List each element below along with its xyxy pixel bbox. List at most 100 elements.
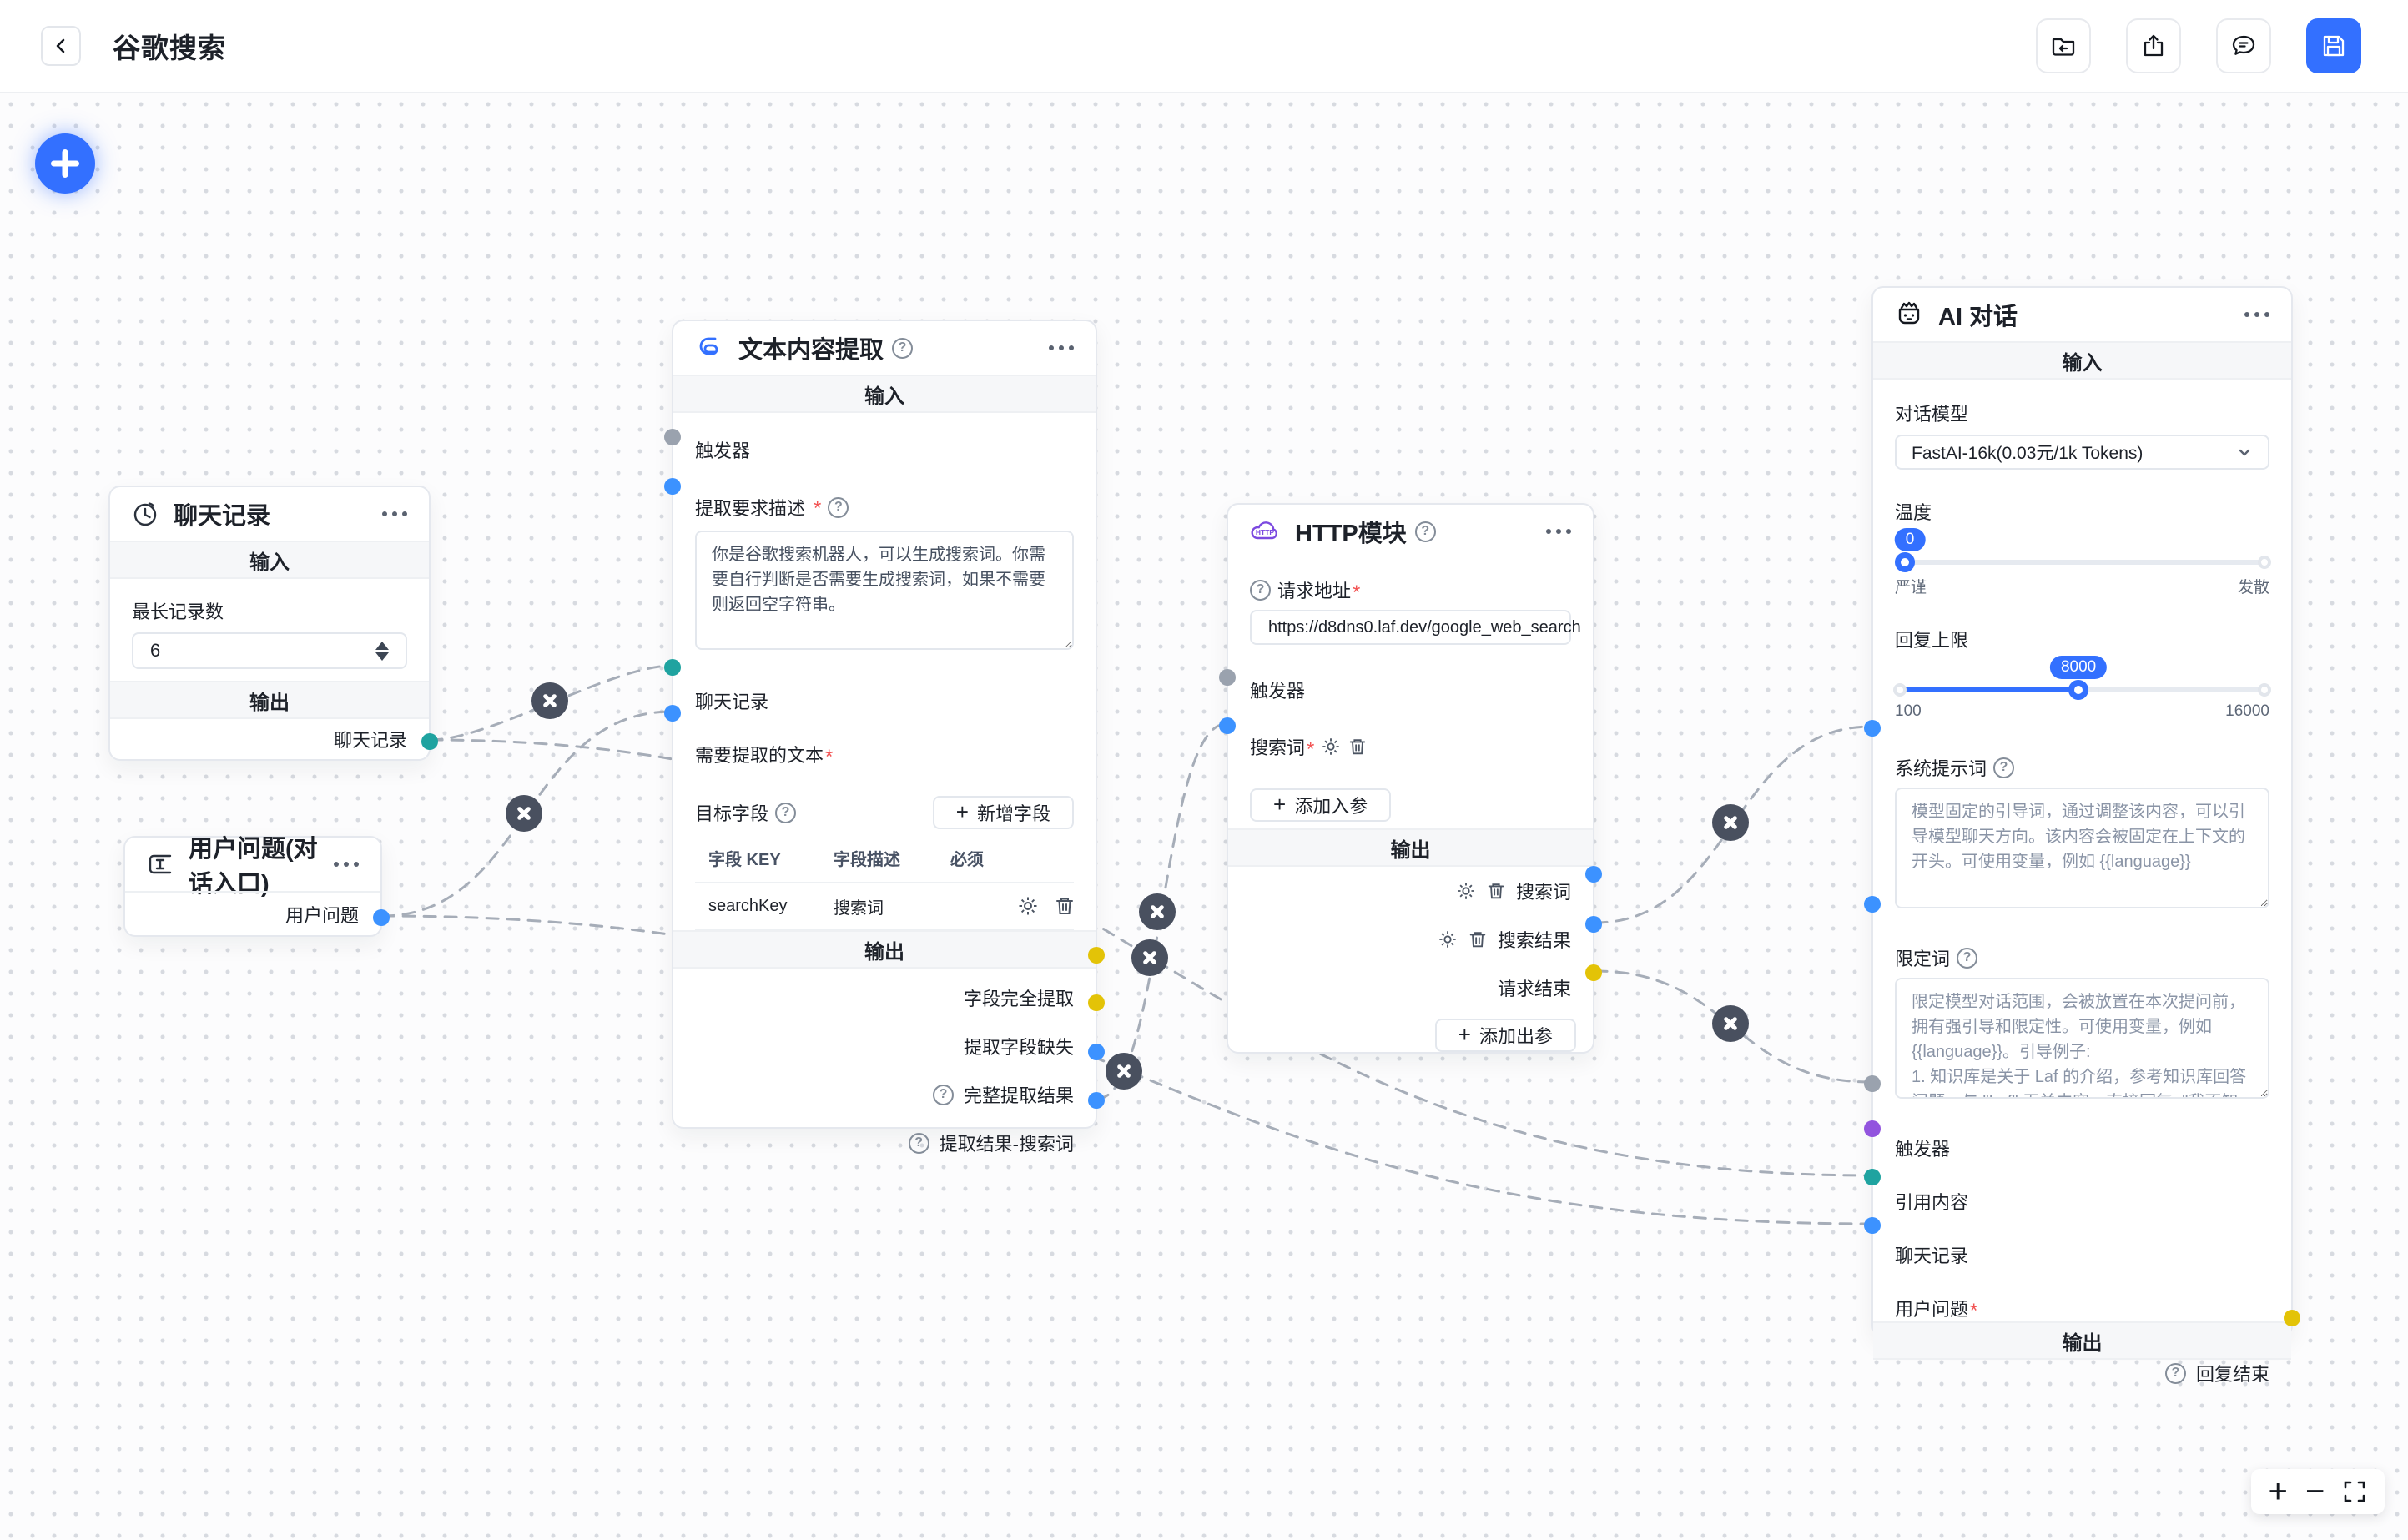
limit-word-label: 限定词 <box>1895 949 1951 969</box>
port-trigger-input[interactable] <box>664 429 681 445</box>
port-system-prompt-input[interactable] <box>1864 720 1881 737</box>
port-desc-input[interactable] <box>664 478 681 495</box>
port-chat-history-input[interactable] <box>664 659 681 676</box>
help-icon[interactable] <box>1250 579 1271 601</box>
help-icon[interactable] <box>2164 1362 2186 1384</box>
more-menu-icon[interactable] <box>380 506 409 521</box>
node-http-header[interactable]: HTTP HTTP模块 <box>1228 505 1593 558</box>
export-button[interactable] <box>2126 18 2181 73</box>
remove-edge-button[interactable] <box>1131 939 1168 976</box>
model-label: 对话模型 <box>1895 404 1969 425</box>
port-fields-missing-output[interactable] <box>1088 994 1105 1011</box>
reply-limit-max-label: 16000 <box>2225 702 2269 720</box>
gear-icon[interactable] <box>1321 737 1341 757</box>
remove-edge-button[interactable] <box>531 682 568 719</box>
trash-icon[interactable] <box>1054 895 1076 917</box>
more-menu-icon[interactable] <box>1047 340 1076 355</box>
port-extract-text-input[interactable] <box>664 705 681 722</box>
port-search-key-output[interactable] <box>1585 866 1602 883</box>
node-title: 聊天记录 <box>174 503 271 530</box>
port-reply-end-output[interactable] <box>2284 1310 2300 1326</box>
port-user-question-input[interactable] <box>1864 1217 1881 1234</box>
help-icon[interactable] <box>908 1132 929 1154</box>
node-text-extract-header[interactable]: 文本内容提取 <box>673 321 1096 375</box>
gear-icon[interactable] <box>1017 895 1039 917</box>
gear-icon[interactable] <box>1456 881 1476 901</box>
limit-word-textarea[interactable] <box>1895 978 2269 1099</box>
port-trigger-input[interactable] <box>1864 1075 1881 1092</box>
add-input-param-button[interactable]: 添加入参 <box>1250 788 1392 822</box>
gear-icon[interactable] <box>1438 929 1458 949</box>
trash-icon[interactable] <box>1468 929 1488 949</box>
help-icon[interactable] <box>1993 757 2015 778</box>
zoom-in-icon[interactable]: + <box>2268 1473 2288 1510</box>
page-title: 谷歌搜索 <box>113 33 226 63</box>
import-button[interactable] <box>2036 18 2091 73</box>
node-http-module[interactable]: HTTP HTTP模块 请求地址 https://d8dns0.laf.dev/… <box>1219 503 1602 1054</box>
port-fields-extracted-output[interactable] <box>1088 947 1105 964</box>
max-records-input[interactable]: 6 <box>132 632 407 669</box>
add-field-button[interactable]: 新增字段 <box>932 796 1074 829</box>
reply-limit-value-badge: 8000 <box>2049 656 2108 679</box>
robot-icon <box>1893 299 1925 330</box>
node-text-extract[interactable]: 文本内容提取 输入 触发器 提取要求描述 你是谷歌搜索机器人，可以生成搜索词。你… <box>664 320 1105 1155</box>
node-chat-history[interactable]: 聊天记录 输入 最长记录数 6 输出 聊天记录 <box>108 486 438 761</box>
remove-edge-button[interactable] <box>1712 1005 1749 1042</box>
system-prompt-textarea[interactable] <box>1895 788 2269 908</box>
temperature-slider[interactable]: 0 <box>1894 528 2271 572</box>
url-label: 请求地址 <box>1277 576 1360 603</box>
reply-limit-slider[interactable]: 8000 <box>1893 656 2271 700</box>
add-output-param-button[interactable]: 添加出参 <box>1434 1019 1576 1052</box>
port-user-question-output[interactable] <box>373 909 390 926</box>
port-chat-history-input[interactable] <box>1864 1169 1881 1185</box>
port-trigger-input[interactable] <box>1219 669 1236 686</box>
trash-icon[interactable] <box>1348 737 1368 757</box>
port-result-search-key-output[interactable] <box>1088 1092 1105 1109</box>
extract-requirement-textarea[interactable]: 你是谷歌搜索机器人，可以生成搜索词。你需要自行判断是否需要生成搜索词，如果不需要… <box>695 531 1074 650</box>
temperature-knob[interactable] <box>1895 552 1915 572</box>
port-request-end-output[interactable] <box>1585 964 1602 981</box>
topbar: 谷歌搜索 <box>0 0 2408 93</box>
chevron-down-icon <box>2236 444 2253 460</box>
remove-edge-button[interactable] <box>506 795 542 832</box>
chat-feedback-button[interactable] <box>2216 18 2271 73</box>
node-chat-history-header[interactable]: 聊天记录 <box>110 487 429 541</box>
node-title: 用户问题(对话入口) <box>189 836 318 898</box>
more-menu-icon[interactable] <box>2243 307 2271 322</box>
node-ai-header[interactable]: AI 对话 <box>1873 288 2291 341</box>
model-select[interactable]: FastAI-16k(0.03元/1k Tokens) <box>1895 435 2269 470</box>
port-limit-word-input[interactable] <box>1864 896 1881 913</box>
port-full-result-output[interactable] <box>1088 1044 1105 1060</box>
node-user-question-header[interactable]: 用户问题(对话入口) <box>125 836 380 898</box>
help-icon[interactable] <box>1957 947 1978 969</box>
zoom-out-icon[interactable]: − <box>2305 1473 2325 1510</box>
col-field-key: 字段 KEY <box>708 851 781 869</box>
port-chat-history-output[interactable] <box>421 733 438 750</box>
add-node-button[interactable] <box>35 133 95 194</box>
port-search-result-output[interactable] <box>1585 916 1602 933</box>
quantity-stepper[interactable] <box>375 641 389 661</box>
output-chat-history-label: 聊天记录 <box>333 730 407 751</box>
help-icon[interactable] <box>828 496 849 518</box>
node-user-question[interactable]: 用户问题(对话入口) 用户问题 <box>123 836 390 937</box>
fit-view-icon[interactable] <box>2342 1479 2367 1504</box>
help-icon[interactable] <box>932 1084 954 1105</box>
trash-icon[interactable] <box>1486 881 1506 901</box>
help-icon[interactable] <box>892 337 914 359</box>
remove-edge-button[interactable] <box>1139 893 1176 930</box>
reply-limit-knob[interactable] <box>2068 680 2089 700</box>
svg-text:HTTP: HTTP <box>1256 528 1275 536</box>
port-quote-input[interactable] <box>1864 1120 1881 1137</box>
port-search-key-input[interactable] <box>1219 717 1236 734</box>
more-menu-icon[interactable] <box>1544 524 1573 539</box>
help-icon[interactable] <box>775 802 797 823</box>
more-menu-icon[interactable] <box>332 857 360 872</box>
help-icon[interactable] <box>1414 521 1436 542</box>
http-body: 请求地址 https://d8dns0.laf.dev/google_web_s… <box>1228 558 1593 822</box>
back-button[interactable] <box>41 26 81 66</box>
remove-edge-button[interactable] <box>1106 1053 1142 1090</box>
save-button[interactable] <box>2306 18 2361 73</box>
url-input[interactable]: https://d8dns0.laf.dev/google_web_search <box>1250 610 1581 645</box>
remove-edge-button[interactable] <box>1712 804 1749 841</box>
node-ai-chat[interactable]: AI 对话 输入 对话模型 FastAI-16k(0.03元/1k Tokens… <box>1864 286 2300 1385</box>
